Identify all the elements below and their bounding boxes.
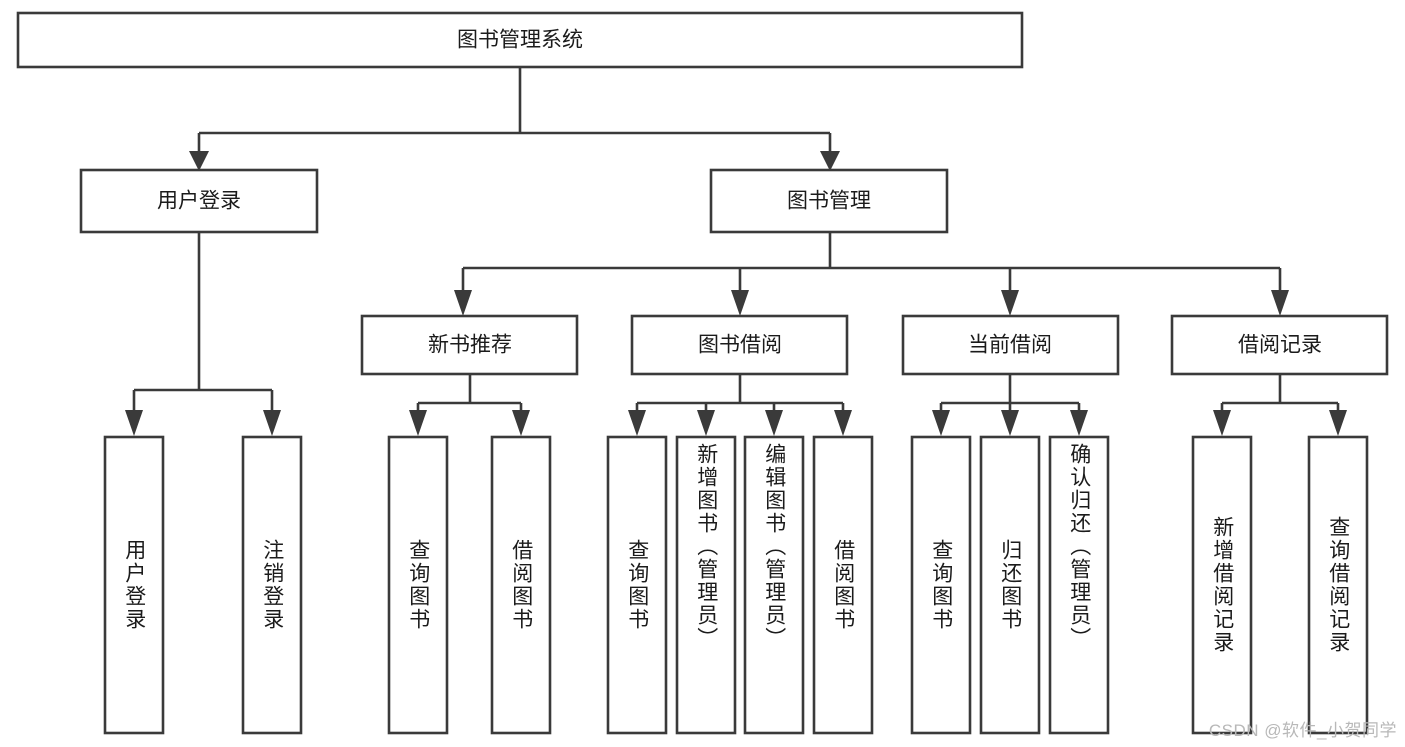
node-book-borrow[interactable]: 图书借阅	[630, 314, 849, 376]
leaf-box-return-book[interactable]	[979, 435, 1041, 735]
node-user-login-label: 用户登录	[157, 190, 241, 213]
leaf-box-query-book-3[interactable]	[910, 435, 972, 735]
leaf-box-edit-book[interactable]	[743, 435, 805, 735]
arrow-head-icon	[1271, 290, 1289, 316]
leaf-box-confirm-return[interactable]	[1048, 435, 1110, 735]
node-borrow-record[interactable]: 借阅记录	[1170, 314, 1389, 376]
node-book-management[interactable]: 图书管理	[709, 168, 949, 234]
node-root-label: 图书管理系统	[457, 29, 583, 52]
leaf-box-query-book-2[interactable]	[606, 435, 668, 735]
node-current-borrow[interactable]: 当前借阅	[901, 314, 1120, 376]
arrow-head-icon	[932, 410, 950, 436]
connector-group	[125, 67, 1347, 436]
arrow-head-icon	[512, 410, 530, 436]
node-book-management-box[interactable]	[709, 168, 949, 234]
node-current-borrow-label: 当前借阅	[968, 334, 1052, 357]
arrow-head-icon	[189, 151, 209, 171]
node-new-book-recommend-label: 新书推荐	[428, 334, 512, 357]
leaf-box-logout[interactable]	[241, 435, 303, 735]
arrow-head-icon	[834, 410, 852, 436]
arrow-head-icon	[263, 410, 281, 436]
leaf-box-group	[103, 435, 1369, 735]
leaf-box-borrow-book-1[interactable]	[490, 435, 552, 735]
arrow-head-icon	[454, 290, 472, 316]
node-new-book-recommend-box[interactable]	[360, 314, 579, 376]
arrow-head-icon	[731, 290, 749, 316]
leaf-box-add-record[interactable]	[1191, 435, 1253, 735]
arrow-head-icon	[1070, 410, 1088, 436]
arrow-head-icon	[1329, 410, 1347, 436]
node-book-borrow-label: 图书借阅	[698, 334, 782, 357]
arrow-head-icon	[765, 410, 783, 436]
node-root-box[interactable]	[16, 11, 1024, 69]
node-new-book-recommend[interactable]: 新书推荐	[360, 314, 579, 376]
leaf-box-query-book-1[interactable]	[387, 435, 449, 735]
arrow-head-icon	[1213, 410, 1231, 436]
arrow-head-icon	[125, 410, 143, 436]
arrow-head-icon	[1001, 410, 1019, 436]
leaf-box-query-record[interactable]	[1307, 435, 1369, 735]
node-root[interactable]: 图书管理系统	[16, 11, 1024, 69]
node-borrow-record-label: 借阅记录	[1238, 334, 1322, 357]
node-user-login[interactable]: 用户登录	[79, 168, 319, 234]
arrow-head-icon	[409, 410, 427, 436]
arrow-head-icon	[628, 410, 646, 436]
leaf-box-borrow-book-2[interactable]	[812, 435, 874, 735]
leaf-box-user-login[interactable]	[103, 435, 165, 735]
node-book-borrow-box[interactable]	[630, 314, 849, 376]
leaf-box-add-book[interactable]	[675, 435, 737, 735]
node-borrow-record-box[interactable]	[1170, 314, 1389, 376]
node-book-management-label: 图书管理	[787, 190, 871, 213]
node-current-borrow-box[interactable]	[901, 314, 1120, 376]
arrow-head-icon	[697, 410, 715, 436]
arrow-head-icon	[820, 151, 840, 171]
node-user-login-box[interactable]	[79, 168, 319, 234]
arrow-head-icon	[1001, 290, 1019, 316]
